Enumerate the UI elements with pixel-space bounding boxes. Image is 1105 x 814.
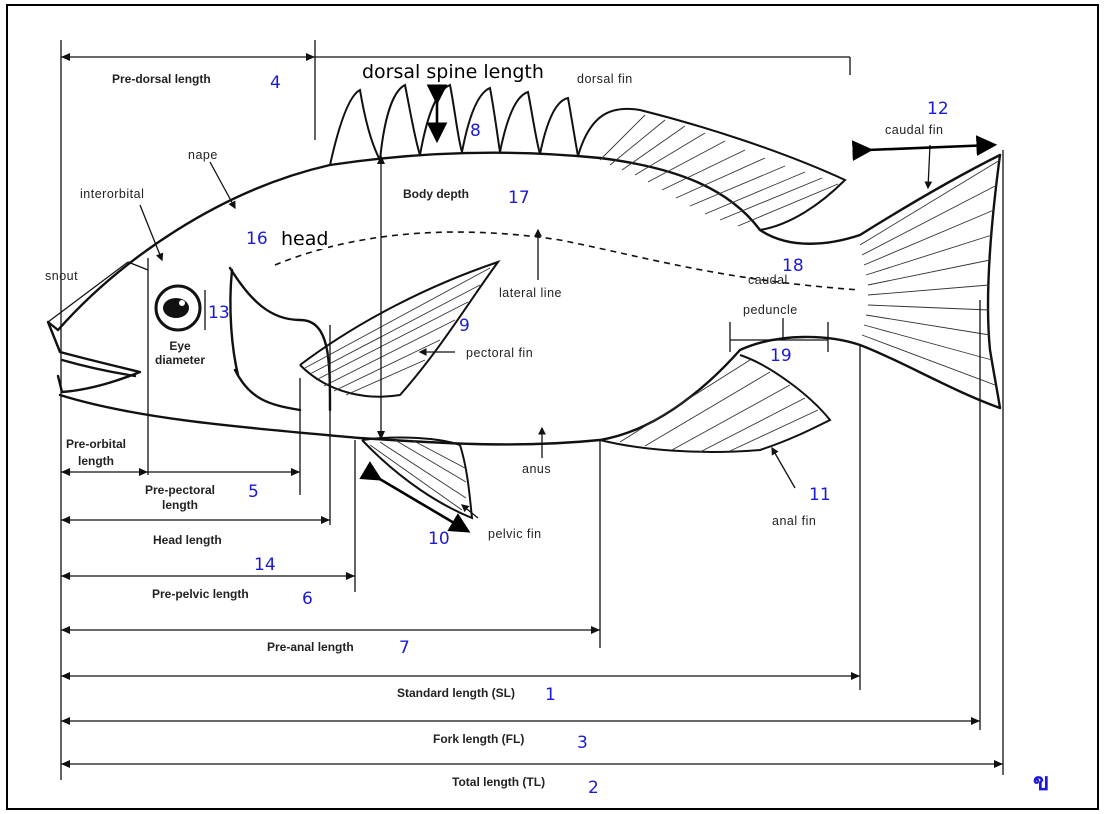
pre-anal-length-label: Pre-anal length <box>267 641 354 654</box>
pre-pelvic-length-label: Pre-pelvic length <box>152 588 249 601</box>
pre-dorsal-length-label: Pre-dorsal length <box>112 73 211 86</box>
pre-pectoral-length-label-2: length <box>162 499 198 512</box>
lateral-line-label: lateral line <box>499 287 562 301</box>
snout-label: snout <box>45 270 78 284</box>
body-depth-label: Body depth <box>403 188 469 201</box>
eye-diameter-label-2: diameter <box>155 354 205 367</box>
bold-arrows <box>378 100 992 530</box>
number-17: 17 <box>508 190 530 207</box>
caudal-peduncle-label-1: caudal <box>748 274 788 288</box>
number-3: 3 <box>577 735 588 752</box>
number-7: 7 <box>399 640 410 657</box>
pre-orbital-length-label-1: Pre-orbital <box>66 438 126 451</box>
corner-mark: ข <box>1033 762 1049 801</box>
anal-fin-label: anal fin <box>772 515 816 529</box>
caudal-peduncle-label-2: peduncle <box>743 304 798 318</box>
dorsal-spine-length-label: dorsal spine length <box>362 63 544 82</box>
total-length-label: Total length (TL) <box>452 776 545 789</box>
number-14: 14 <box>254 557 276 574</box>
number-18: 18 <box>782 258 804 275</box>
number-11: 11 <box>809 487 831 504</box>
anus-label: anus <box>522 463 551 477</box>
number-19: 19 <box>770 348 792 365</box>
number-8: 8 <box>470 123 481 140</box>
dorsal-fin-label: dorsal fin <box>577 73 633 87</box>
head-length-label: Head length <box>153 534 222 547</box>
anal-fin <box>600 355 830 452</box>
eye-diameter-label-1: Eye <box>169 340 190 353</box>
fork-length-label: Fork length (FL) <box>433 733 524 746</box>
caudal-fin-label: caudal fin <box>885 124 944 138</box>
head-label: head <box>281 230 328 249</box>
number-4: 4 <box>270 75 281 92</box>
pre-pectoral-length-label-1: Pre-pectoral <box>145 484 215 497</box>
pelvic-fin-label: pelvic fin <box>488 528 542 542</box>
number-6: 6 <box>302 591 313 608</box>
number-1: 1 <box>545 687 556 704</box>
number-12: 12 <box>927 101 949 118</box>
number-9: 9 <box>459 318 470 335</box>
number-2: 2 <box>588 780 599 797</box>
pre-orbital-length-label-2: length <box>78 455 114 468</box>
number-16: 16 <box>246 231 268 248</box>
nape-label: nape <box>188 149 218 163</box>
number-13: 13 <box>208 305 230 322</box>
interorbital-label: interorbital <box>80 188 144 202</box>
number-10: 10 <box>428 531 450 548</box>
number-5: 5 <box>248 484 259 501</box>
pectoral-fin-label: pectoral fin <box>466 347 533 361</box>
eye <box>156 286 200 330</box>
standard-length-label: Standard length (SL) <box>397 687 515 700</box>
